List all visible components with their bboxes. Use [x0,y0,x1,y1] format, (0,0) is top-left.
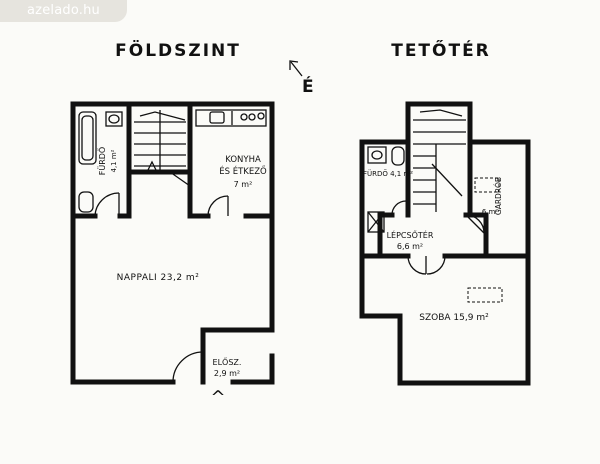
bathroom-door-icon [94,192,120,217]
attic-sink-icon [367,146,387,164]
hall-label: ELŐSZ. [213,357,242,367]
attic-floor-title: TETŐTÉR [391,39,491,61]
entrance-door-icon [172,351,204,383]
stair-hall-area: 6,6 m² [397,242,423,251]
bedroom-skylight-icon [467,287,503,303]
wardrobe-area: 6 m² [482,208,498,216]
entrance-marker: ^ [210,387,225,408]
bathtub-icon [78,111,97,165]
bedroom-door-icon [407,255,446,275]
ground-floor-title: FÖLDSZINT [115,39,241,61]
kitchen-counter-icon [195,109,267,127]
bedroom-label: SZOBA 15,9 m² [419,313,489,323]
kitchen-area: 7 m² [234,180,253,189]
kitchen-door-icon [207,195,229,217]
kitchen-label-2: ÉS ÉTKEZŐ [219,165,267,177]
attic-bath-door-icon [391,200,407,216]
attic-toilet-icon [391,146,405,166]
hall-area: 2,9 m² [214,369,240,378]
living-room-label: NAPPALI 23,2 m² [117,273,200,283]
attic-stairs-icon [413,109,466,212]
ground-bathroom-label: FÜRDŐ [97,147,107,175]
attic-shower-icon [367,211,385,233]
wardrobe-door-icon [465,214,485,234]
ground-stairs-icon [134,110,191,187]
attic-bathroom-label: FÜRDŐ 4,1 m² [363,169,413,178]
north-label: É [302,75,314,97]
stair-hall-label: LÉPCSŐTÉR [387,229,434,240]
wardrobe-label: GARDRÓB [494,177,503,215]
sink-icon [105,111,123,127]
wardrobe-skylight-icon [474,177,500,193]
north-arrow-icon [289,60,303,77]
ground-floor-plan [70,101,275,385]
toilet-icon [78,191,94,213]
watermark: azelado.hu [0,0,127,22]
attic-floor-plan [359,101,531,386]
kitchen-label: KONYHA [225,155,261,165]
ground-bathroom-area: 4,1 m² [110,149,118,172]
